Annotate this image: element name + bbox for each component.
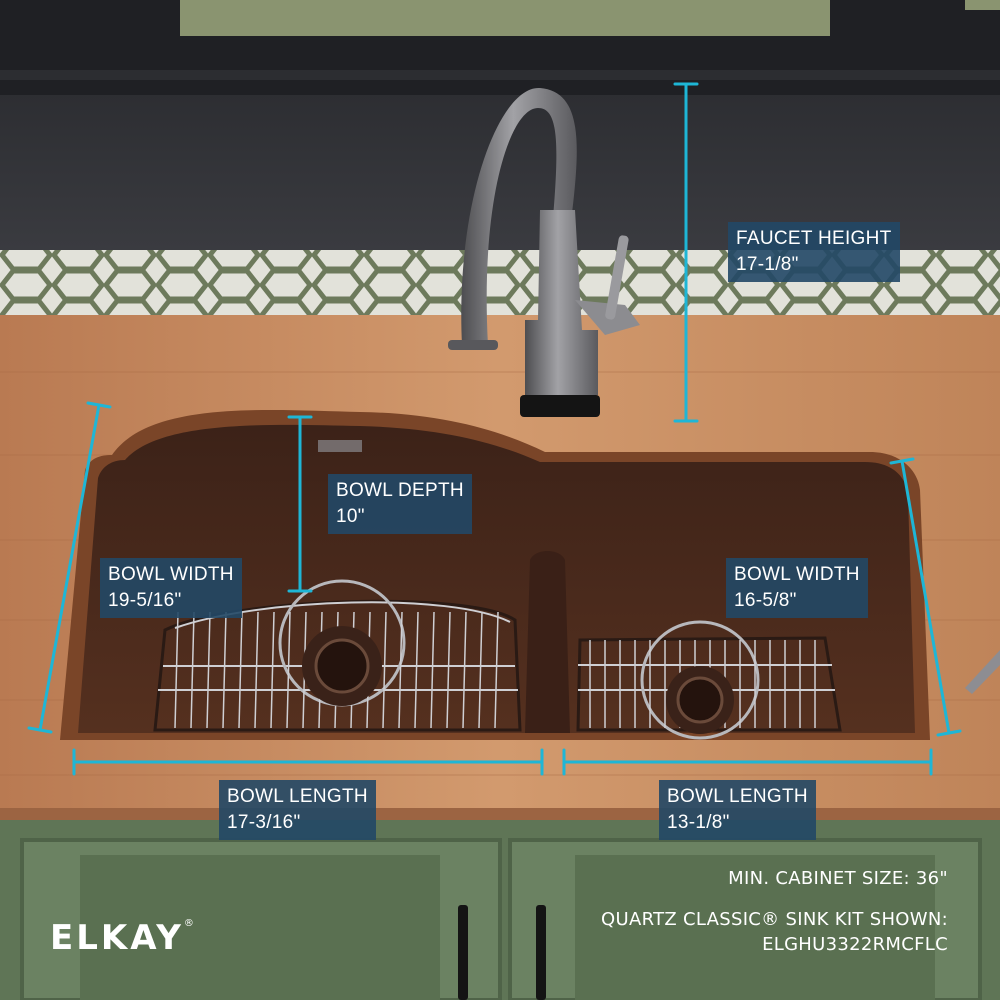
drain-left [302,626,382,706]
left-bowl-length-label: BOWL LENGTH 17-3/16" [219,780,376,840]
registered-mark: ® [183,918,194,929]
left-bowl-width-value: 19-5/16" [108,590,182,611]
bowl-depth-label: BOWL DEPTH 10" [328,474,472,534]
bowl-depth-line [287,415,313,593]
faucet-height-line [673,82,699,423]
model-number: ELGHU3322RMCFLC [762,934,948,955]
right-bowl-width-title: BOWL WIDTH [734,564,860,585]
left-bowl-length-line [72,748,544,776]
right-bowl-length-label: BOWL LENGTH 13-1/8" [659,780,816,840]
utensil [965,650,1000,694]
sink [60,410,930,740]
brand-name: ELKAY [50,918,184,958]
left-bowl-width-label: BOWL WIDTH 19-5/16" [100,558,242,618]
drain-right [666,666,734,734]
wall [0,0,1000,250]
cabinet-handle-left [458,905,468,1000]
elkay-logo: ELKAY® [50,918,194,958]
left-bowl-width-title: BOWL WIDTH [108,564,234,585]
faucet [448,87,640,417]
cabinet [0,820,1000,1000]
faucet-height-value: 17-1/8" [736,254,799,275]
left-bowl-width-line [27,401,112,734]
left-bowl-length-title: BOWL LENGTH [227,786,368,807]
min-cabinet-size: MIN. CABINET SIZE: 36" [728,868,948,889]
kit-shown-text: QUARTZ CLASSIC® SINK KIT SHOWN: [601,909,948,930]
right-bowl-length-line [562,748,933,776]
right-bowl-width-value: 16-5/8" [734,590,797,611]
right-bowl-width-line [889,457,962,737]
faucet-height-title: FAUCET HEIGHT [736,228,892,249]
right-bowl-length-value: 13-1/8" [667,812,730,833]
right-bowl-length-title: BOWL LENGTH [667,786,808,807]
cabinet-handle-right [536,905,546,1000]
right-bowl-width-label: BOWL WIDTH 16-5/8" [726,558,868,618]
left-bowl-length-value: 17-3/16" [227,812,301,833]
bowl-depth-title: BOWL DEPTH [336,480,464,501]
dimension-lines [27,82,962,776]
faucet-height-label: FAUCET HEIGHT 17-1/8" [728,222,900,282]
bowl-depth-value: 10" [336,506,365,527]
